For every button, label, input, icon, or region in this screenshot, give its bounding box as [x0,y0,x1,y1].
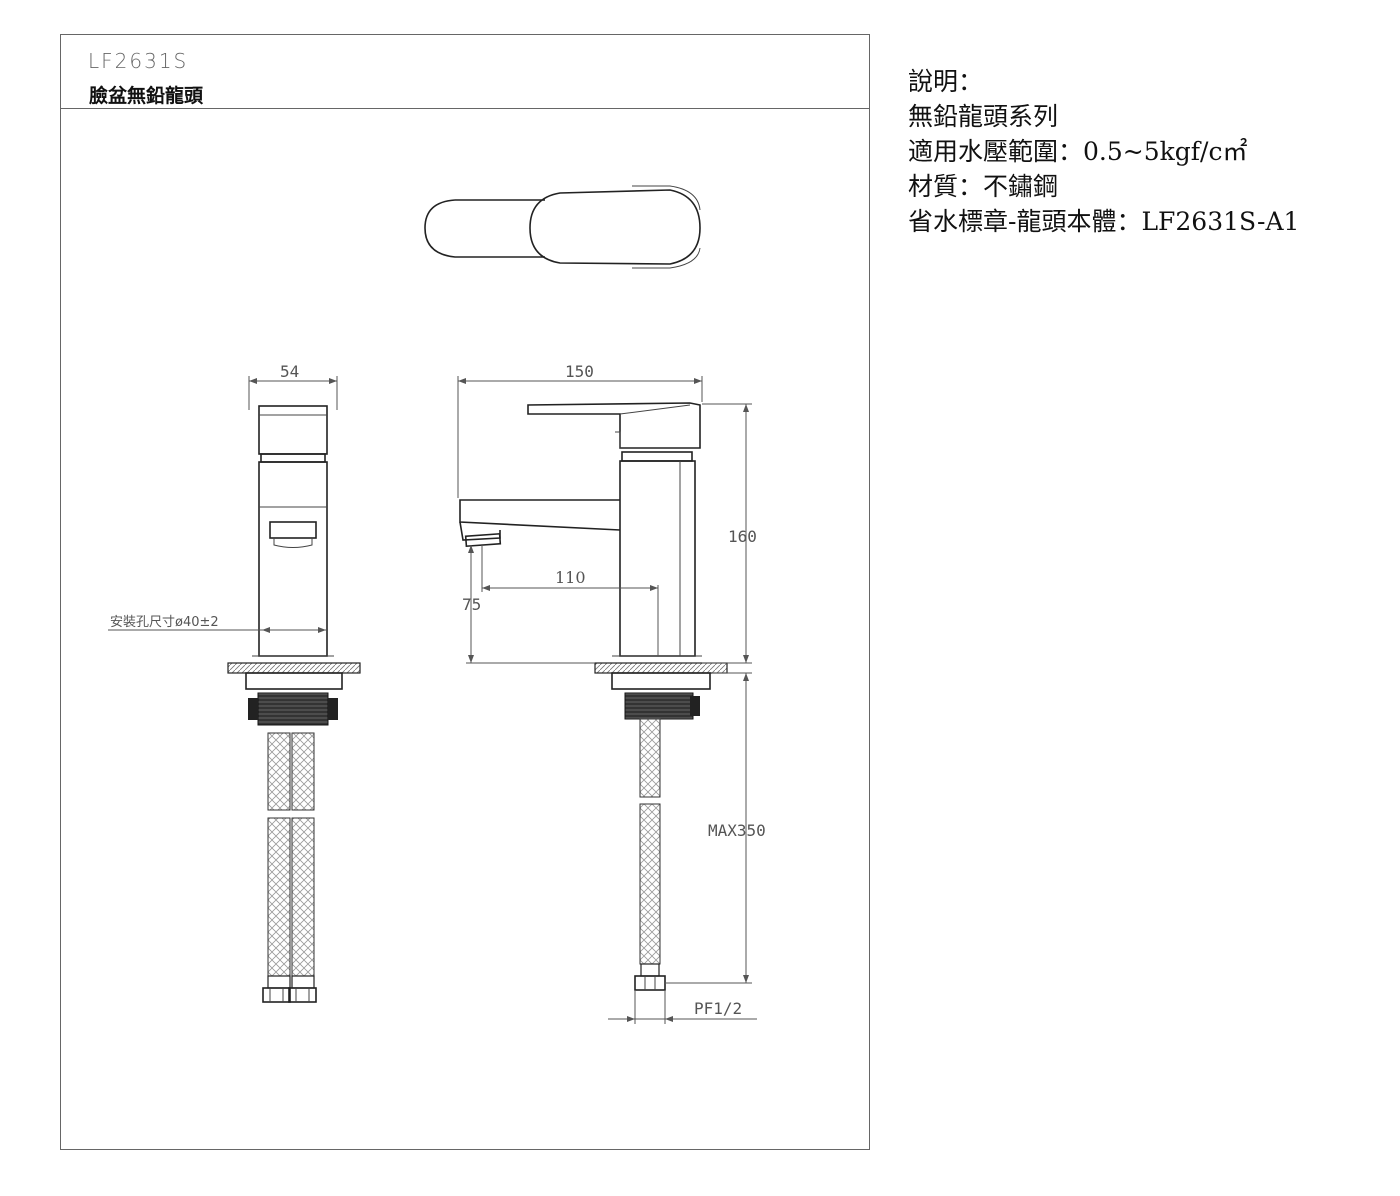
dim-hole-size: 安裝孔尺寸ø40±2 [110,615,219,630]
description-line-series: 無鉛龍頭系列 [908,102,1059,131]
description-heading: 說明： [908,67,984,96]
description-line-label: 省水標章-龍頭本體：LF2631S-A1 [908,207,1300,236]
product-name: 臉盆無鉛龍頭 [89,85,204,107]
top-view [424,185,701,269]
model-code: LF2631S [88,49,189,73]
dim-width-side: 54 [280,362,299,381]
dim-height: 160 [728,527,757,546]
dim-spout-height: 75 [462,595,481,614]
dim-hose-length: MAX350 [708,821,766,840]
dim-width-front: 150 [565,362,594,381]
side-view: 54 安裝孔尺寸ø40±2 [108,362,361,1003]
description-panel: 說明： 無鉛龍頭系列 適用水壓範圍：0.5~5kgf/c㎡ 材質：不鏽鋼 省水標… [908,64,1299,239]
description-line-pressure: 適用水壓範圍：0.5~5kgf/c㎡ [908,137,1248,166]
title-block: LF2631S 臉盆無鉛龍頭 [61,35,869,109]
front-view: 150 160 110 75 MAX350 PF1/2 [457,362,766,1024]
description-line-material: 材質：不鏽鋼 [908,172,1059,201]
drawing-sheet: LF2631S 臉盆無鉛龍頭 [60,34,870,1150]
dim-spout-reach: 110 [555,568,586,587]
dim-thread: PF1/2 [694,999,742,1018]
